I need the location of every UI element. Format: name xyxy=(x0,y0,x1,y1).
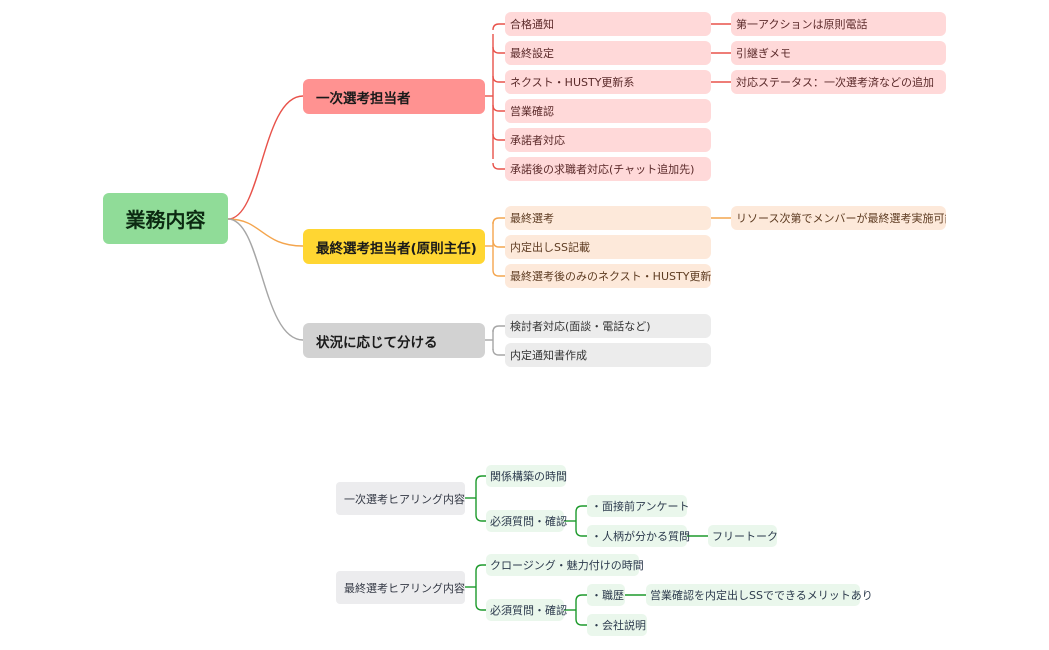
hearing-first-required[interactable]: 必須質問・確認 xyxy=(486,510,567,532)
topic-sales-check[interactable]: 営業確認 xyxy=(505,99,711,123)
link-root-branch-3 xyxy=(227,218,304,341)
topic-considering-handling[interactable]: 検討者対応(面談・電話など) xyxy=(505,314,711,338)
hearing-final-required[interactable]: 必須質問・確認 xyxy=(486,599,567,621)
hearing-first-relationship[interactable]: 関係構築の時間 xyxy=(486,465,567,487)
branch-final-interviewer[interactable]: 最終選考担当者(原則主任) xyxy=(303,229,485,264)
topic-acceptor-handling[interactable]: 承諾者対応 xyxy=(505,128,711,152)
topic-final-setup[interactable]: 最終設定 xyxy=(505,41,711,65)
link-root-branch-2 xyxy=(227,218,304,247)
hearing-final-company[interactable]: ・会社説明 xyxy=(587,614,647,636)
note-first-action-phone[interactable]: 第一アクションは原則電話 xyxy=(731,12,946,36)
hearing-final-closing[interactable]: クロージング・魅力付けの時間 xyxy=(486,554,644,576)
hearing-first-pre-survey[interactable]: ・面接前アンケート xyxy=(587,495,690,517)
hearing-first-free-talk[interactable]: フリートーク xyxy=(708,525,778,547)
note-status-addition[interactable]: 対応ステータス：一次選考済などの追加 xyxy=(731,70,946,94)
hearing-final-career[interactable]: ・職歴 xyxy=(587,584,625,606)
topic-post-final-update[interactable]: 最終選考後のみのネクスト・HUSTY更新系 xyxy=(505,264,711,288)
topic-offer-ss-entry[interactable]: 内定出しSS記載 xyxy=(505,235,711,259)
branch-first-interviewer[interactable]: 一次選考担当者 xyxy=(303,79,485,114)
topic-next-husty-update[interactable]: ネクスト・HUSTY更新系 xyxy=(505,70,711,94)
topic-offer-letter[interactable]: 内定通知書作成 xyxy=(505,343,711,367)
hearing-final-sales-merit[interactable]: 営業確認を内定出しSSでできるメリットあり xyxy=(646,584,873,606)
link-root-branch-1 xyxy=(227,95,304,220)
note-member-final-selection[interactable]: リソース次第でメンバーが最終選考実施可能 xyxy=(731,206,946,230)
hearing-first-root[interactable]: 一次選考ヒアリング内容 xyxy=(336,482,465,515)
topic-post-acceptance-handling[interactable]: 承諾後の求職者対応(チャット追加先) xyxy=(505,157,711,181)
note-handover-memo[interactable]: 引継ぎメモ xyxy=(731,41,946,65)
topic-final-selection[interactable]: 最終選考 xyxy=(505,206,711,230)
hearing-first-personality[interactable]: ・人柄が分かる質問 xyxy=(587,525,690,547)
root-topic[interactable]: 業務内容 xyxy=(103,193,228,244)
branch-situational[interactable]: 状況に応じて分ける xyxy=(303,323,485,358)
topic-pass-notice[interactable]: 合格通知 xyxy=(505,12,711,36)
hearing-final-root[interactable]: 最終選考ヒアリング内容 xyxy=(336,571,465,604)
